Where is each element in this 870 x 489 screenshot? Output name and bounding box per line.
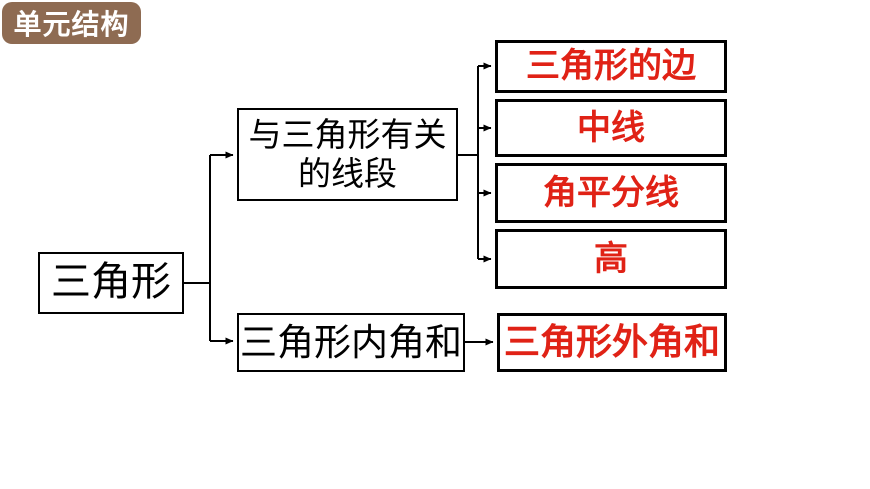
node-interior-angle-sum: 三角形内角和 <box>237 313 465 372</box>
node-exterior-angle-sum: 三角形外角和 <box>497 313 727 372</box>
node-altitude: 高 <box>495 229 727 289</box>
section-title-badge: 单元结构 <box>2 2 141 44</box>
node-triangle-related-segments-line1: 与三角形有关 <box>248 115 447 153</box>
node-triangle: 三角形 <box>38 252 184 314</box>
node-triangle-related-segments: 与三角形有关 的线段 <box>237 108 458 201</box>
node-angle-bisector: 角平分线 <box>495 163 727 223</box>
node-triangle-related-segments-line2: 的线段 <box>298 154 397 192</box>
node-median: 中线 <box>495 99 727 157</box>
node-triangle-sides: 三角形的边 <box>495 40 727 93</box>
